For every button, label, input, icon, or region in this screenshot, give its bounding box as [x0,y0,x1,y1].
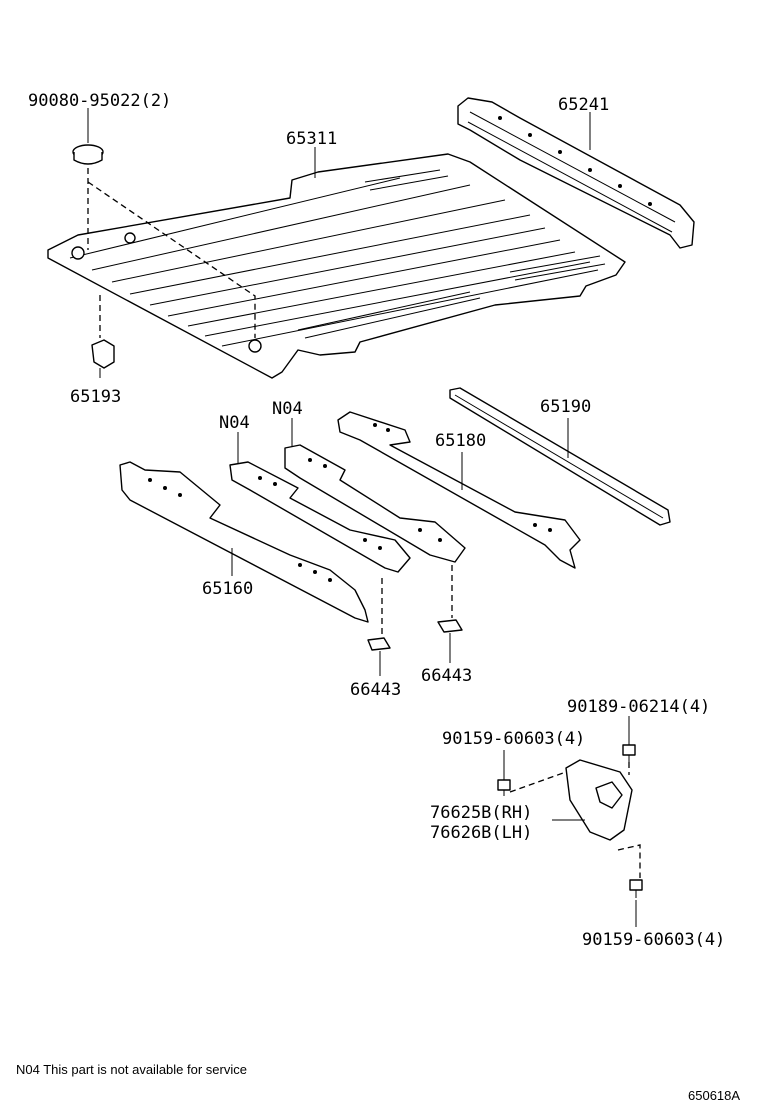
footnote: N04 This part is not available for servi… [16,1062,247,1077]
sill-65160 [119,461,369,623]
label-66443-right: 66443 [421,666,472,686]
sill-n04-left [229,461,411,573]
bolt-90189-06214 [622,744,636,762]
sill-65190 [449,387,671,526]
bolt-90159-60603-lower [629,879,643,898]
label-n04-right: N04 [272,399,303,419]
label-65160: 65160 [202,579,253,599]
assembly-lines [87,168,641,878]
label-66443-left: 66443 [350,680,401,700]
label-76625b: 76625B(RH) [430,803,532,823]
sill-65180 [337,411,581,569]
bolt-90159-60603-upper [497,779,511,796]
label-76626b: 76626B(LH) [430,823,532,843]
label-90159-60603-lower: 90159-60603(4) [582,930,725,950]
label-90080-95022: 90080-95022(2) [28,91,171,111]
clip-66443-left [367,637,391,651]
label-65190: 65190 [540,397,591,417]
label-90189-06214: 90189-06214(4) [567,697,710,717]
plug-90080-95022 [72,144,104,165]
sill-n04-right [284,444,466,563]
bracket-76625b-76626b [565,759,633,841]
label-65180: 65180 [435,431,486,451]
illustration-number: 650618A [688,1088,740,1103]
grommet-65193 [91,339,115,369]
label-90159-60603-upper: 90159-60603(4) [442,729,585,749]
floor-panel-65311 [47,153,626,379]
label-n04-left: N04 [219,413,250,433]
leader-lines [87,108,637,927]
label-65311: 65311 [286,129,337,149]
label-65241: 65241 [558,95,609,115]
label-65193: 65193 [70,387,121,407]
cross-member-65241 [457,97,695,249]
clip-66443-right [437,619,463,633]
